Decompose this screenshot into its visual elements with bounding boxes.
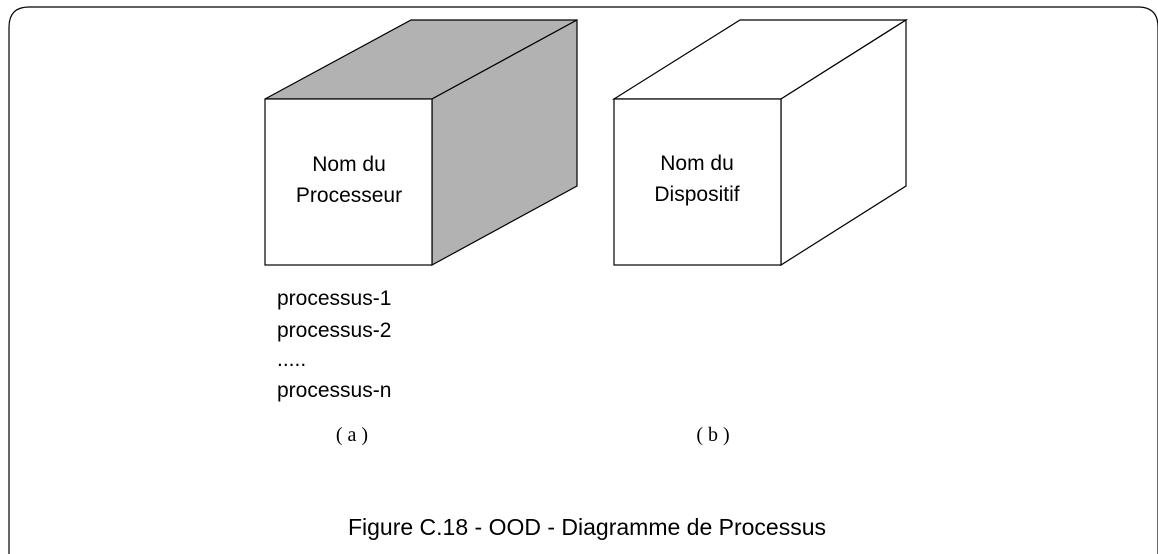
caption-b: ( b ) [696,424,729,446]
device-node: Nom du Dispositif [611,18,909,267]
device-node-label-line1: Nom du [660,152,734,175]
figure-caption: Figure C.18 - OOD - Diagramme de Process… [348,514,826,540]
device-node-front-face [613,98,782,266]
processor-node: Nom du Processeur [264,18,578,267]
processor-node-label-line1: Nom du [312,153,386,176]
process-list: processus-1 processus-2 ..... processus-… [277,287,391,402]
diagram-frame [8,6,1158,554]
process-list-item: ..... [277,348,306,371]
processor-node-front-face [264,98,433,266]
process-list-item: processus-n [277,379,391,402]
device-node-label-line2: Dispositif [654,183,739,206]
process-list-item: processus-1 [277,287,391,310]
caption-a: ( a ) [336,424,368,446]
processor-node-label-line2: Processeur [296,184,402,207]
process-list-item: processus-2 [277,319,391,342]
